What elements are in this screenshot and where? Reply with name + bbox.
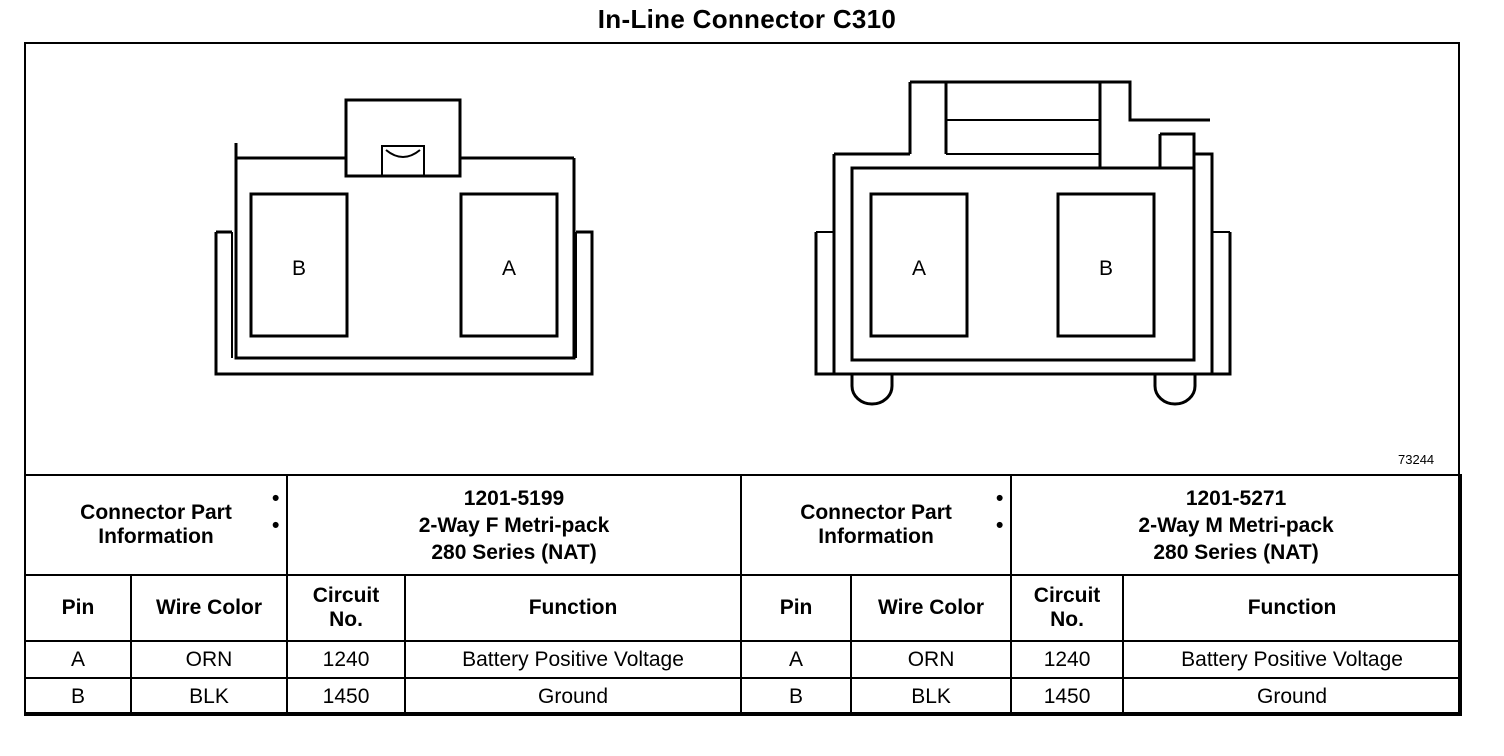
part-series-left: 280 Series (NAT): [431, 540, 597, 564]
table-row: B BLK 1450 Ground B BLK 1450 Ground: [24, 677, 1463, 716]
col-header-pin-left: Pin: [24, 574, 132, 642]
part-series-right: 280 Series (NAT): [1153, 540, 1319, 564]
circuit-cell: 1450: [1010, 677, 1125, 716]
col-header-circuit-right: Circuit No.: [1010, 574, 1125, 642]
col-header-wire-color-right: Wire Color: [850, 574, 1013, 642]
column-header-row: Pin Wire Color Circuit No. Function Pin …: [24, 574, 1463, 642]
part-info-row: Connector Part Information 1201-5199 2-W…: [23, 474, 1463, 576]
function-cell: Ground: [1122, 677, 1463, 716]
function-cell: Battery Positive Voltage: [1122, 640, 1463, 679]
table-row: A ORN 1240 Battery Positive Voltage A OR…: [24, 640, 1463, 679]
female-connector-outline: [214, 98, 594, 376]
male-cavity-label-1: A: [912, 257, 926, 280]
col-header-wire-color-left: Wire Color: [129, 574, 289, 642]
part-info-right: 1201-5271 2-Way M Metri-pack 280 Series …: [996, 474, 1463, 576]
col-header-function-left: Function: [404, 574, 743, 642]
function-cell: Ground: [404, 677, 743, 716]
part-description-left: 2-Way F Metri-pack 280 Series (NAT): [272, 512, 734, 566]
part-type-right: 2-Way M Metri-pack: [1138, 513, 1334, 537]
circuit-cell: 1240: [286, 640, 407, 679]
connector-pin-table: Connector Part Information 1201-5199 2-W…: [23, 474, 1463, 716]
pin-cell: B: [24, 677, 132, 716]
pin-cell: A: [24, 640, 132, 679]
part-number-left: 1201-5199: [272, 485, 734, 512]
pin-cell: A: [740, 640, 853, 679]
wire-color-cell: ORN: [129, 640, 289, 679]
part-description-right: 2-Way M Metri-pack 280 Series (NAT): [996, 512, 1454, 566]
figure-number: 73244: [1398, 452, 1435, 467]
function-cell: Battery Positive Voltage: [404, 640, 743, 679]
part-info-left: 1201-5199 2-Way F Metri-pack 280 Series …: [272, 474, 743, 576]
part-type-left: 2-Way F Metri-pack: [418, 513, 610, 537]
male-connector-outline: [814, 80, 1232, 406]
connector-drawings: B A A B: [214, 80, 1232, 406]
part-info-label-right: Connector Part Information: [740, 474, 1013, 576]
female-cavity-label-2: A: [502, 257, 516, 280]
diagram-title: In-Line Connector C310: [597, 4, 897, 34]
part-number-right: 1201-5271: [996, 485, 1454, 512]
pin-cell: B: [740, 677, 853, 716]
female-cavity-label-1: B: [292, 257, 306, 280]
part-info-label-left: Connector Part Information: [23, 474, 289, 576]
circuit-cell: 1240: [1010, 640, 1125, 679]
col-header-circuit-left: Circuit No.: [286, 574, 407, 642]
col-header-function-right: Function: [1122, 574, 1463, 642]
wire-color-cell: BLK: [850, 677, 1013, 716]
wire-color-cell: ORN: [850, 640, 1013, 679]
circuit-cell: 1450: [286, 677, 407, 716]
wire-color-cell: BLK: [129, 677, 289, 716]
col-header-pin-right: Pin: [740, 574, 853, 642]
male-cavity-label-2: B: [1099, 257, 1113, 280]
